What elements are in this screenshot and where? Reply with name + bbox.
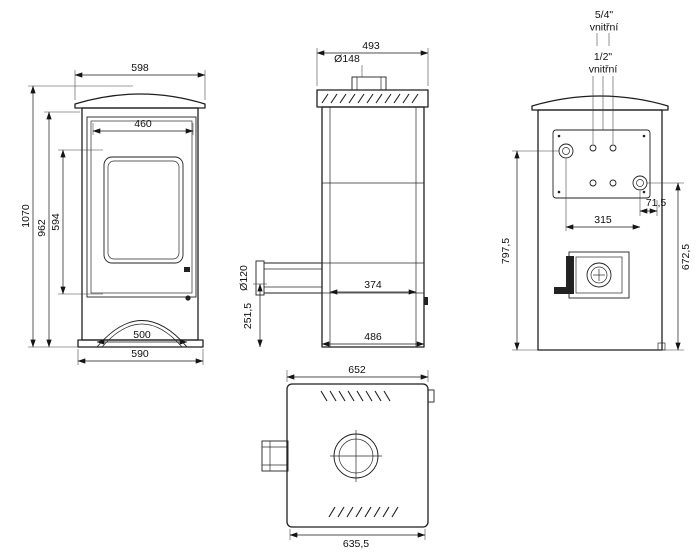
front-base-arch <box>96 320 188 348</box>
side-dimensions: 493 Ø148 Ø120 374 251,5 486 <box>238 40 429 348</box>
dim-label-front-body-height: 962 <box>36 219 48 237</box>
back-bottom-tab <box>657 342 666 351</box>
front-outline <box>74 93 206 348</box>
dim-label-flue-diameter: Ø148 <box>334 53 360 65</box>
top-outlet-stub <box>261 440 289 472</box>
front-base-arch-inner <box>101 323 183 348</box>
front-top-cap <box>74 93 206 109</box>
front-handle-knob <box>185 295 191 301</box>
dim-label-front-top-width: 598 <box>131 62 149 74</box>
top-flue-opening <box>330 430 382 482</box>
dim-label-front-total-height: 1070 <box>20 204 32 228</box>
dim-label-front-base-width: 590 <box>131 348 149 360</box>
front-body <box>81 107 199 341</box>
top-outline <box>261 383 435 528</box>
label-fitting-small-type: vnitřní <box>589 64 618 76</box>
top-body <box>286 383 429 528</box>
side-view: 493 Ø148 Ø120 374 251,5 486 <box>238 40 429 348</box>
top-vent-hatch-lower <box>328 506 399 518</box>
side-body <box>321 106 425 348</box>
burner-handle <box>554 256 574 294</box>
back-view: 5/4" vnitřní 1/2" vnitřní 71,5 315 797,5 <box>500 9 692 351</box>
dim-label-outlet-diameter: Ø120 <box>238 265 250 291</box>
dim-label-fitting-edge-offset: 71,5 <box>646 197 667 209</box>
side-water-outlet <box>255 260 322 296</box>
back-connection-panel <box>552 129 651 199</box>
front-view: 598 460 1070 962 594 500 <box>20 62 206 365</box>
front-door-latch <box>184 267 190 272</box>
side-top-vent-hatch <box>321 93 419 104</box>
burner-door <box>568 251 630 299</box>
dim-label-side-base-depth: 486 <box>364 331 382 343</box>
dim-label-front-door-width: 460 <box>134 118 152 130</box>
dim-label-fitting-left-height: 797,5 <box>500 238 512 264</box>
front-dimensions: 598 460 1070 962 594 500 <box>20 62 206 365</box>
top-view: 652 635,5 <box>261 364 435 550</box>
front-door-frame <box>86 116 197 298</box>
fitting-large-left <box>558 143 574 159</box>
top-vent-hatch-upper <box>320 390 391 402</box>
side-outline <box>255 76 429 348</box>
back-top-cap <box>531 95 669 111</box>
dim-label-fitting-spacing: 315 <box>594 214 612 226</box>
back-body <box>537 109 663 351</box>
dim-label-front-base-inner: 500 <box>133 329 151 341</box>
front-door-glass <box>103 156 184 264</box>
dim-label-front-glass-height: 594 <box>50 213 62 231</box>
dim-label-side-top-depth: 493 <box>362 40 380 52</box>
label-fitting-small-size: 1/2" <box>594 51 613 63</box>
label-fitting-large-size: 5/4" <box>595 9 614 21</box>
dim-label-outlet-height: 251,5 <box>242 303 254 329</box>
top-dimensions: 652 635,5 <box>286 364 429 550</box>
front-door-glass-inner <box>107 160 180 260</box>
back-outline <box>531 95 669 351</box>
top-side-tab <box>427 389 435 403</box>
side-hinge-mark <box>424 297 428 305</box>
dim-label-fitting-right-height: 672,5 <box>680 244 692 270</box>
dim-label-side-inner-depth: 374 <box>364 279 382 291</box>
fittings-small <box>589 144 617 187</box>
dim-label-top-body-width: 635,5 <box>343 538 369 550</box>
front-door-inner <box>90 120 193 294</box>
label-fitting-large-type: vnitřní <box>590 22 619 34</box>
dim-label-top-overall-width: 652 <box>348 364 366 376</box>
fitting-large-right <box>632 175 648 191</box>
back-dimensions: 5/4" vnitřní 1/2" vnitřní 71,5 315 797,5 <box>500 9 692 351</box>
